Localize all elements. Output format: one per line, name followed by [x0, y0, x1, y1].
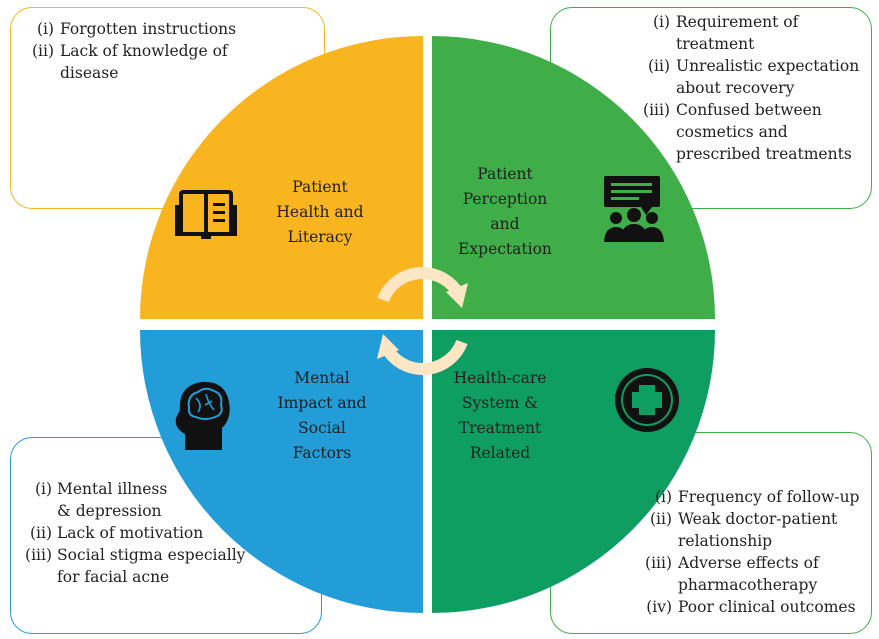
label-line: Perception [462, 190, 548, 208]
item-text: & depression [57, 502, 162, 520]
cycle-arrow-top-head [446, 283, 468, 308]
item-number: (iii) [645, 554, 672, 572]
label-top-left: Patient Health and Literacy [260, 175, 380, 250]
item-text: Forgotten instructions [60, 20, 237, 38]
group-discussion-icon [604, 176, 664, 242]
item-text: Lack of motivation [57, 524, 204, 542]
label-line: Literacy [287, 228, 353, 246]
brain-head-icon [175, 381, 230, 450]
item-text: prescribed treatments [676, 145, 852, 163]
list-item: (ii) Weak doctor-patient relationship [632, 508, 877, 552]
list-item: (ii) Lack of knowledge of disease [20, 40, 320, 84]
quadrant-top-left [140, 36, 423, 319]
list-item: (iii) Adverse effects of pharmacotherapy [632, 552, 877, 596]
book-icon [175, 190, 237, 239]
label-line: System & [461, 394, 539, 412]
item-text: Frequency of follow-up [678, 488, 860, 506]
label-line: Health-care [453, 369, 547, 387]
item-text: relationship [678, 532, 773, 550]
item-text: treatment [676, 35, 755, 53]
item-number: (i) [34, 480, 52, 498]
item-number: (ii) [31, 42, 54, 60]
medical-cross-icon [615, 368, 679, 432]
label-bottom-right: Health-care System & Treatment Related [440, 366, 560, 466]
item-text: Lack of knowledge of [60, 42, 228, 60]
list-item: (i) Frequency of follow-up [632, 486, 877, 508]
list-item: (iii) Confused between cosmetics and pre… [630, 99, 875, 165]
item-text: Adverse effects of [678, 554, 819, 572]
list-top-right: (i) Requirement of treatment (ii) Unreal… [630, 11, 875, 165]
label-line: Treatment [458, 419, 542, 437]
item-number: (ii) [29, 524, 52, 542]
item-number: (i) [36, 20, 54, 38]
list-bottom-right: (i) Frequency of follow-up (ii) Weak doc… [632, 486, 877, 618]
label-line: Factors [292, 444, 352, 462]
item-text: Weak doctor-patient [678, 510, 838, 528]
label-line: Patient [477, 165, 533, 183]
cycle-arrow-bottom-head [377, 334, 399, 359]
quadrant-top-right [432, 36, 715, 319]
label-line: Mental [294, 369, 350, 387]
item-text: about recovery [676, 79, 795, 97]
item-number: (iii) [643, 101, 670, 119]
item-text: Mental illness [57, 480, 168, 498]
item-text: Unrealistic expectation [676, 57, 860, 75]
list-item: (ii) Unrealistic expectation about recov… [630, 55, 875, 99]
label-line: Expectation [458, 240, 552, 258]
list-item: (i) Requirement of treatment [630, 11, 875, 55]
item-number: (i) [652, 13, 670, 31]
label-line: Related [469, 444, 531, 462]
item-text: pharmacotherapy [678, 576, 818, 594]
item-text: Poor clinical outcomes [678, 598, 856, 616]
cycle-arrow-bottom [384, 339, 468, 375]
item-number: (iii) [25, 546, 52, 564]
item-text: Requirement of [676, 13, 799, 31]
list-item: (iii) Social stigma especially for facia… [12, 544, 317, 588]
item-number: (ii) [647, 57, 670, 75]
list-item: (i) Mental illness & depression [12, 478, 317, 522]
item-number: (i) [654, 488, 672, 506]
item-number: (iv) [646, 598, 672, 616]
label-top-right: Patient Perception and Expectation [445, 162, 565, 262]
list-top-left: (i) Forgotten instructions (ii) Lack of … [20, 18, 320, 84]
list-bottom-left: (i) Mental illness & depression (ii) Lac… [12, 478, 317, 588]
item-text: cosmetics and [676, 123, 788, 141]
label-line: Patient [292, 178, 348, 196]
item-number: (ii) [649, 510, 672, 528]
label-line: Health and [276, 203, 364, 221]
list-item: (i) Forgotten instructions [20, 18, 320, 40]
label-line: Social [298, 419, 346, 437]
list-item: (iv) Poor clinical outcomes [632, 596, 877, 618]
list-item: (ii) Lack of motivation [12, 522, 317, 544]
item-text: Confused between [676, 101, 822, 119]
item-text: disease [60, 64, 119, 82]
label-line: and [490, 215, 520, 233]
cycle-arrow-top [377, 267, 461, 303]
item-text: for facial acne [57, 568, 170, 586]
label-bottom-left: Mental Impact and Social Factors [262, 366, 382, 466]
item-text: Social stigma especially [57, 546, 246, 564]
label-line: Impact and [277, 394, 367, 412]
